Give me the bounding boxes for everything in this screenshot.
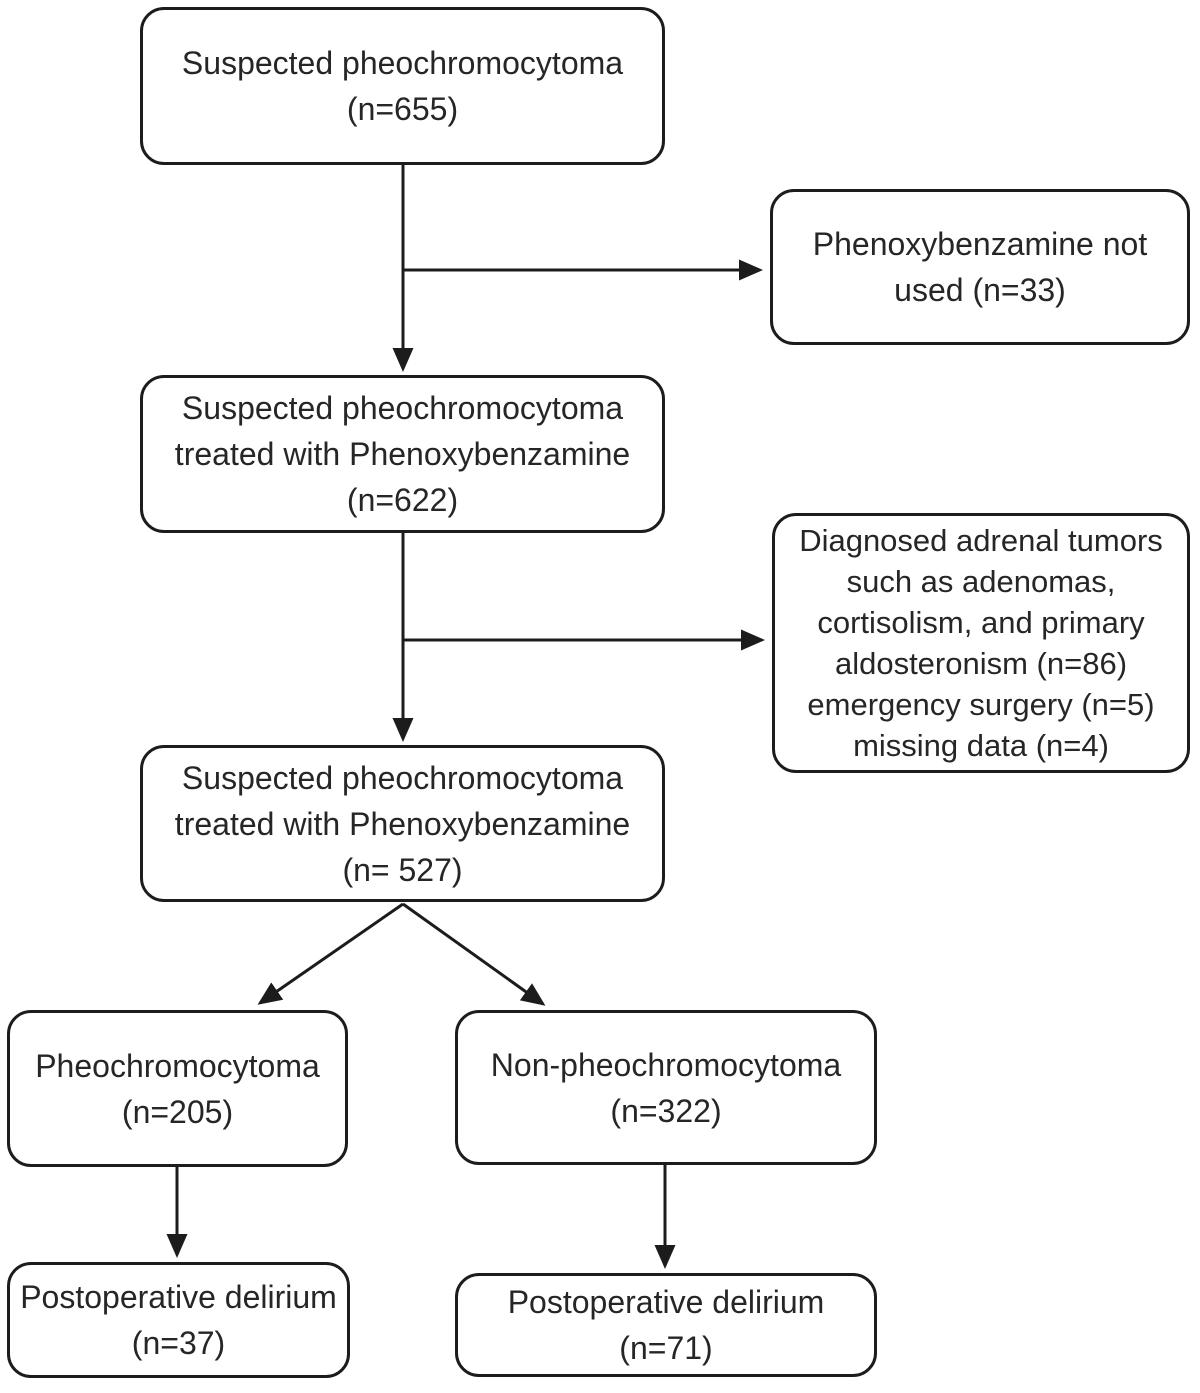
node-treated-with-phenoxybenzamine-622: Suspected pheochromocytoma treated with …	[140, 375, 665, 533]
node-pheochromocytoma: Pheochromocytoma (n=205)	[7, 1010, 348, 1167]
node-non-pheochromocytoma: Non-pheochromocytoma (n=322)	[455, 1010, 877, 1165]
node-excluded-patients: Diagnosed adrenal tumors such as adenoma…	[772, 513, 1190, 773]
node-text-line: cortisolism, and primary	[817, 605, 1145, 640]
node-text-line: Postoperative delirium	[507, 1284, 825, 1320]
node-suspected-pheochromocytoma: Suspected pheochromocytoma (n=655)	[140, 7, 665, 165]
node-count-line: (n=37)	[131, 1325, 226, 1361]
connector-treated527-to-non-pheochromocytoma	[402, 902, 546, 1006]
node-phenoxybenzamine-not-used: Phenoxybenzamine not used (n=33)	[770, 189, 1190, 345]
node-text-line: treated with Phenoxybenzamine	[174, 805, 631, 842]
node-text-line: Non-pheochromocytoma	[490, 1046, 842, 1083]
node-count-line: (n=622)	[346, 482, 459, 518]
node-text-line: treated with Phenoxybenzamine	[174, 436, 631, 472]
node-treated-with-phenoxybenzamine-527: Suspected pheochromocytoma treated with …	[140, 745, 665, 902]
node-postoperative-delirium-nonpheo: Postoperative delirium (n=71)	[455, 1273, 877, 1377]
node-count-line: (n=322)	[610, 1092, 722, 1129]
node-text-line: Pheochromocytoma	[35, 1047, 320, 1084]
node-count-line: aldosteronism (n=86)	[834, 646, 1128, 681]
node-text-line: Diagnosed adrenal tumors	[799, 523, 1163, 558]
node-count-line: used (n=33)	[894, 272, 1066, 308]
node-count-line: missing data (n=4)	[853, 728, 1109, 763]
node-count-line: emergency surgery (n=5)	[807, 687, 1155, 722]
node-text-line: Suspected pheochromocytoma	[181, 45, 624, 81]
node-text-line: Postoperative delirium	[20, 1279, 337, 1315]
node-text-line: such as adenomas,	[846, 564, 1116, 599]
node-text-line: Suspected pheochromocytoma	[181, 759, 624, 796]
connector-treated527-to-pheochromocytoma	[257, 902, 404, 1005]
node-count-line: (n=655)	[346, 91, 459, 127]
node-text-line: Phenoxybenzamine not	[812, 226, 1148, 262]
node-count-line: (n=71)	[619, 1330, 713, 1366]
node-text-line: Suspected pheochromocytoma	[181, 390, 624, 426]
node-count-line: (n= 527)	[342, 851, 463, 888]
node-postoperative-delirium-pheo: Postoperative delirium (n=37)	[7, 1262, 350, 1378]
node-count-line: (n=205)	[121, 1093, 234, 1130]
